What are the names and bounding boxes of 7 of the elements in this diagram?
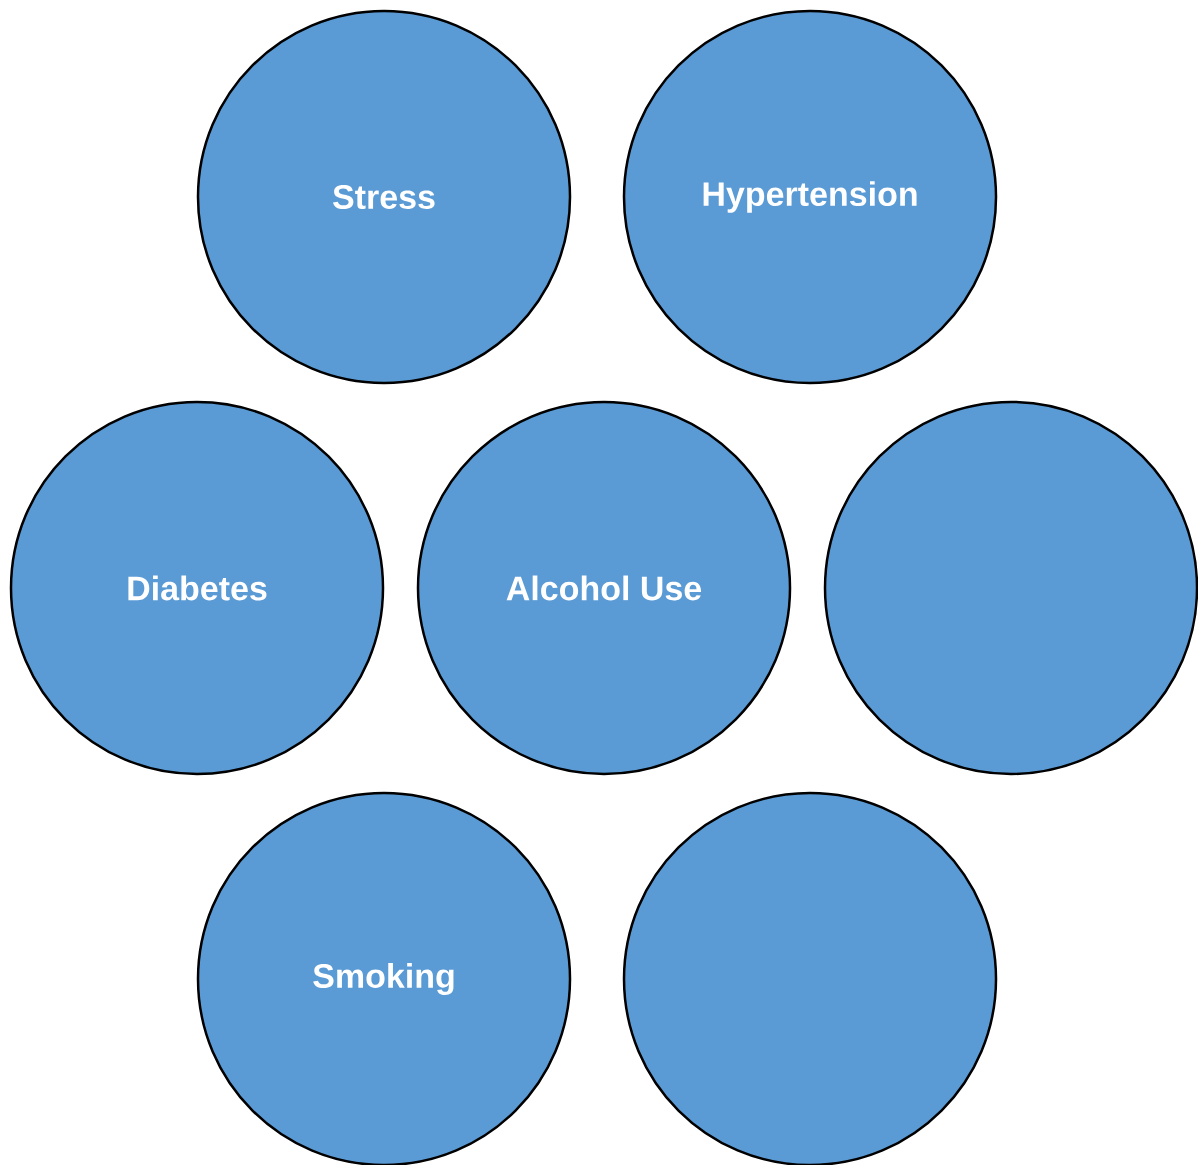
circle-node: Stress [196, 9, 572, 385]
circle-node: Diabetes [9, 400, 385, 776]
empty-circle [622, 791, 998, 1165]
circle-node: Alcohol Use [416, 400, 792, 776]
circle-node: Hypertension [622, 9, 998, 385]
empty-circle [823, 400, 1198, 776]
circle-node: Smoking [196, 791, 572, 1165]
